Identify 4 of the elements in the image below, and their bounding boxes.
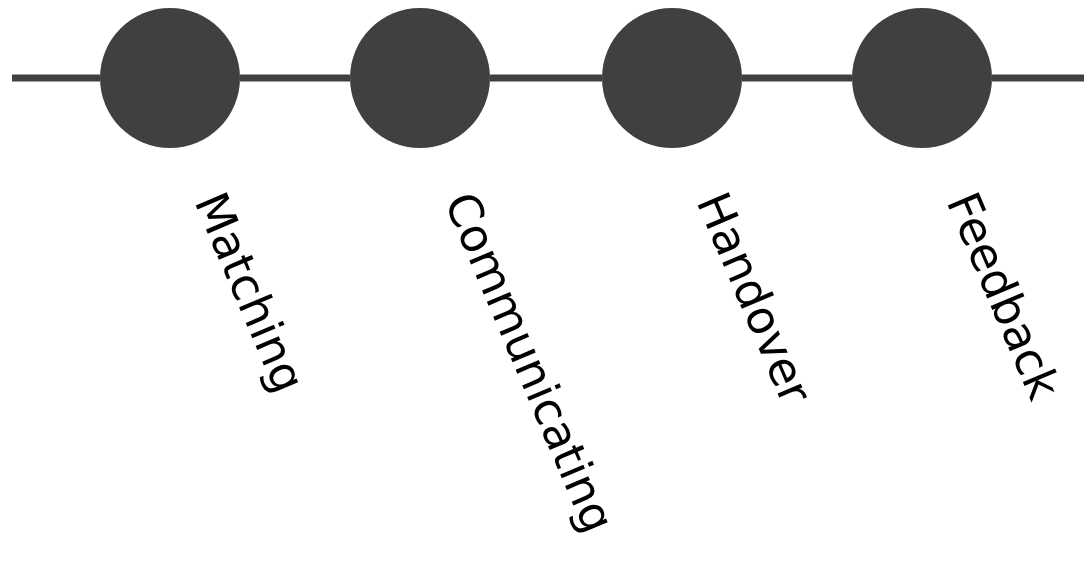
timeline-line xyxy=(240,74,350,82)
timeline-line xyxy=(490,74,602,82)
timeline-line xyxy=(992,74,1084,82)
timeline-line xyxy=(742,74,852,82)
